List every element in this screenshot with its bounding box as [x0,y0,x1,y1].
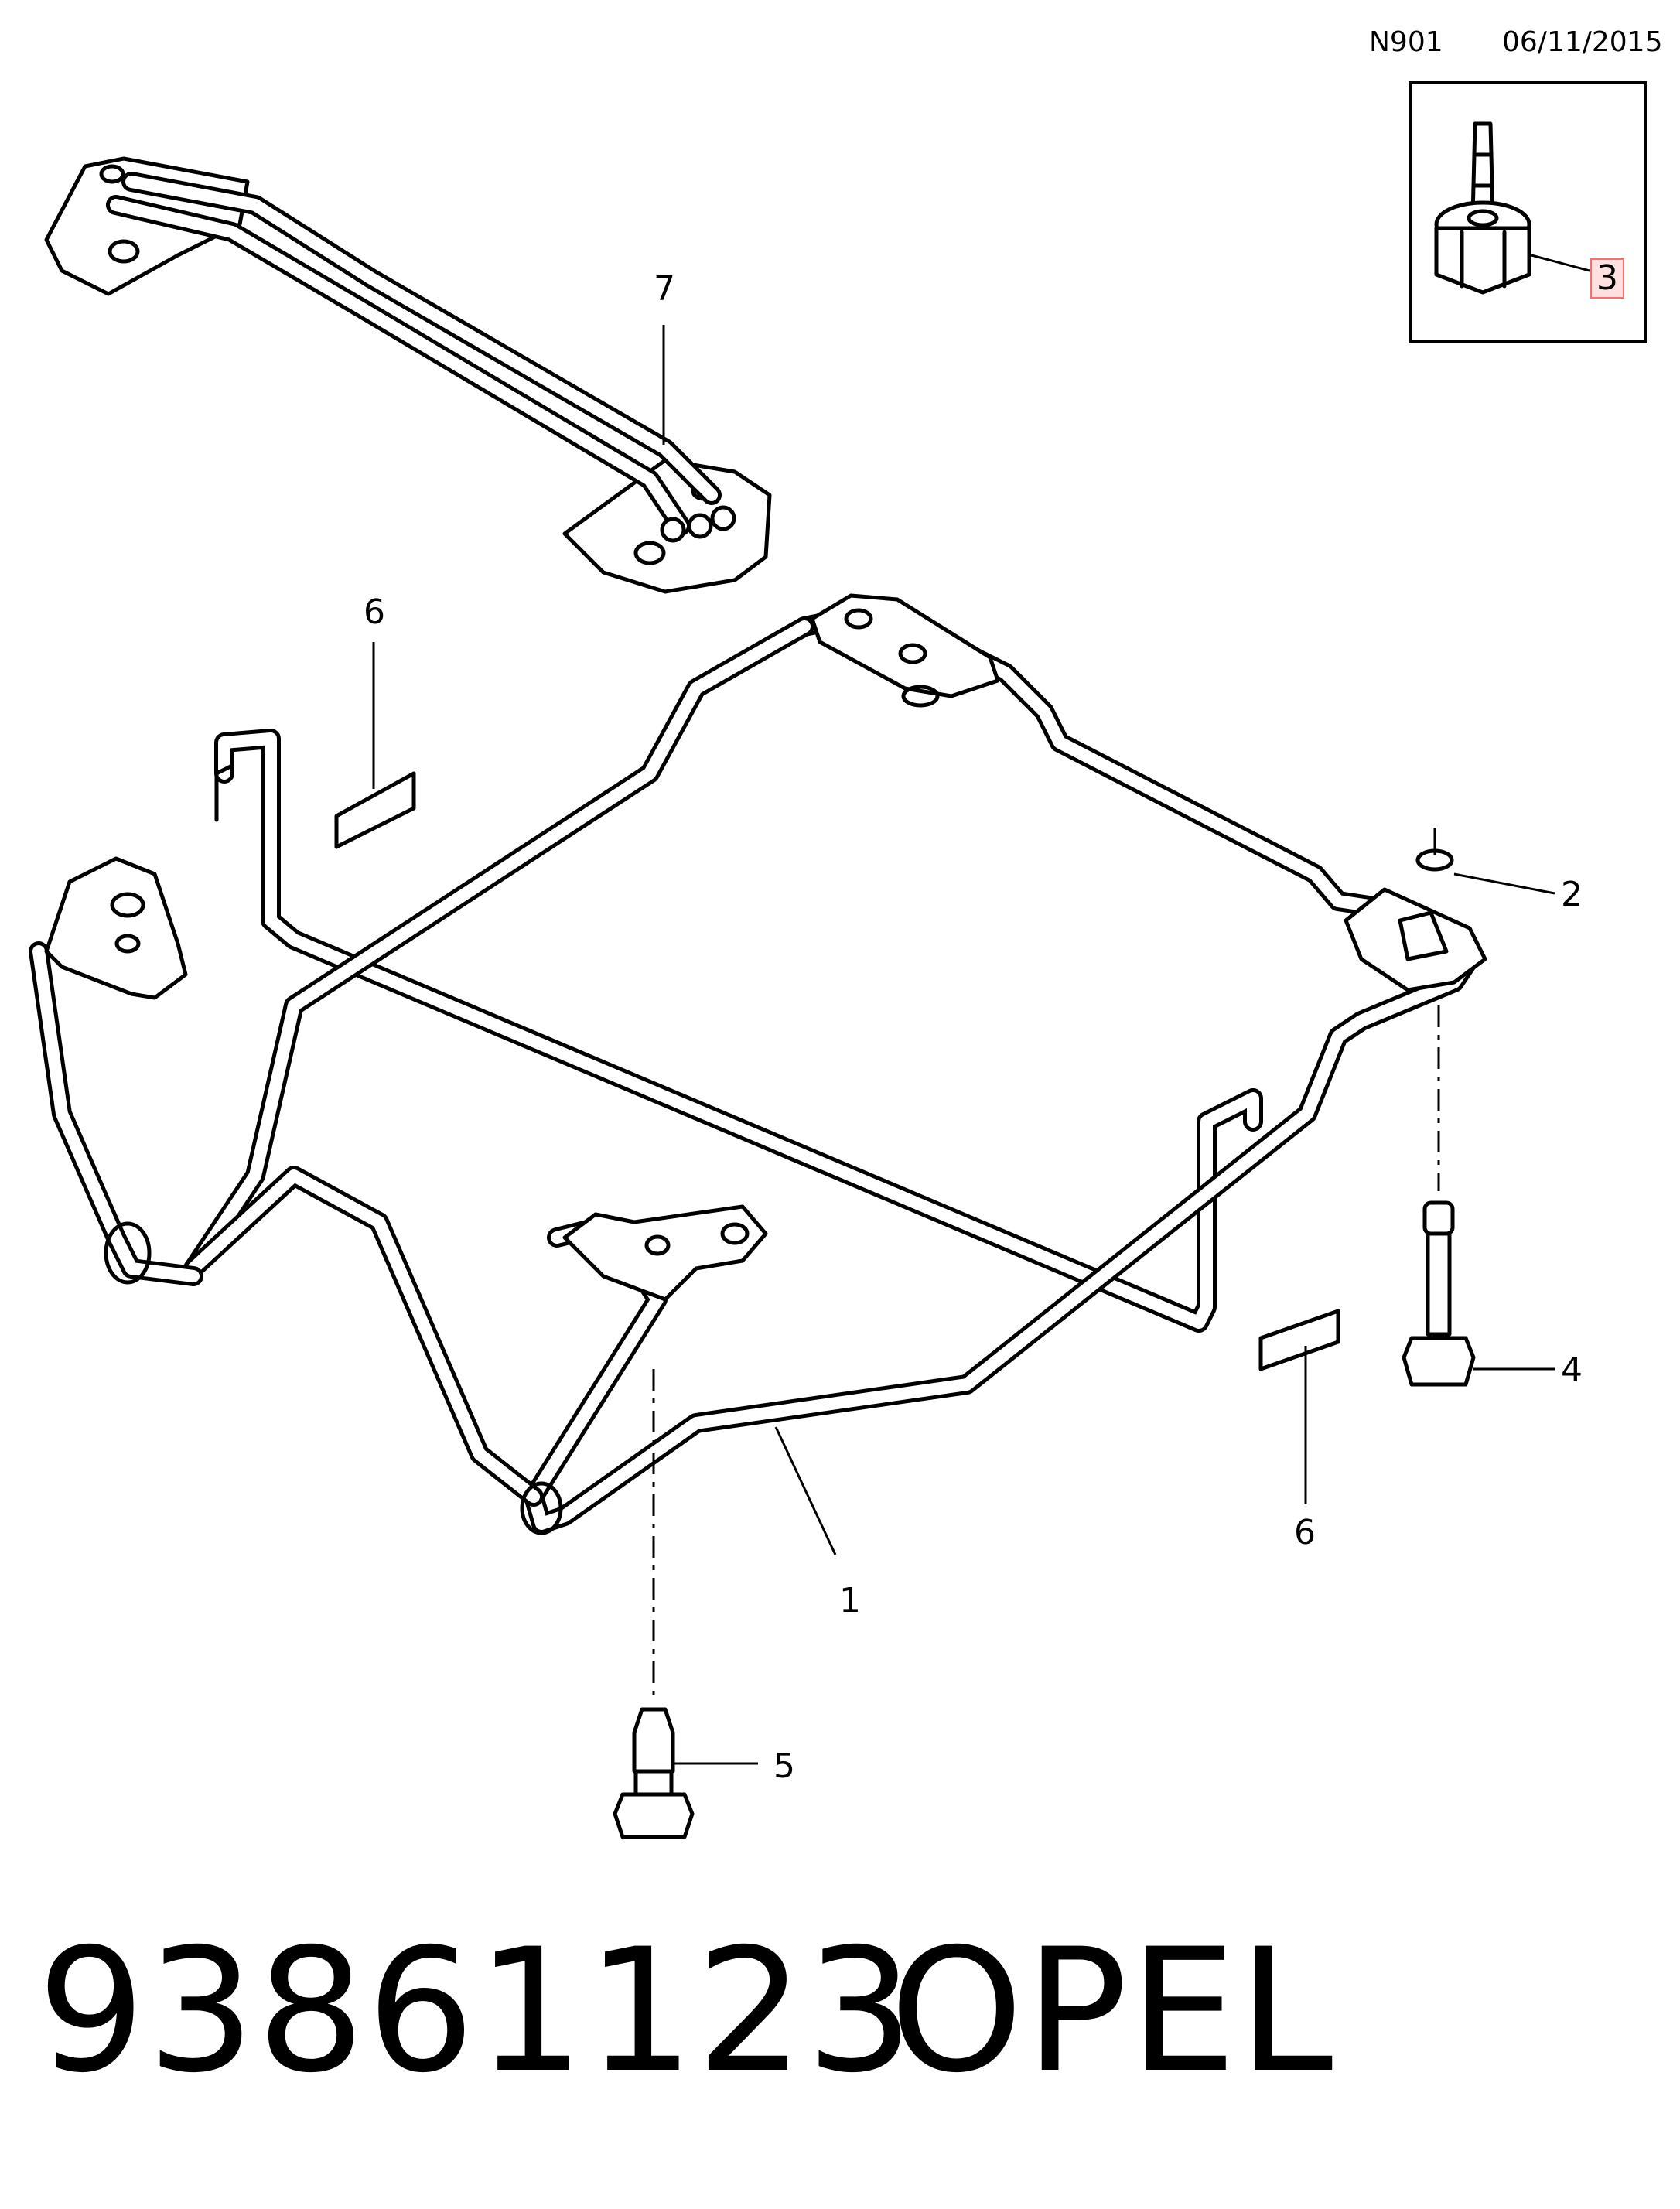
detail-inset [1409,81,1647,343]
callout-3: 3 [1590,258,1624,299]
brand-name: OPEL [890,1912,1335,2110]
part-7-cross-bar [44,156,772,594]
part-number: 93861123 [37,1912,916,2110]
callout-2: 2 [1561,875,1583,914]
part-5-bolt [613,1369,695,1839]
part-2-clip [1415,828,1454,872]
callout-4: 4 [1561,1350,1583,1390]
part-4-bolt [1402,1005,1476,1387]
callout-1: 1 [839,1581,861,1620]
callout-5: 5 [773,1746,795,1786]
drawing-date: 06/11/2015 [1502,26,1663,58]
part-6-pad-left [334,771,416,849]
part-6-pad-right [1258,1309,1340,1371]
callout-6-left: 6 [364,592,385,632]
callout-7: 7 [654,269,675,309]
part-1-seat-frame [29,593,1487,1535]
callout-6-right: 6 [1294,1513,1316,1552]
leader-lines [372,254,1590,1765]
drawing-code: N901 [1369,26,1443,58]
